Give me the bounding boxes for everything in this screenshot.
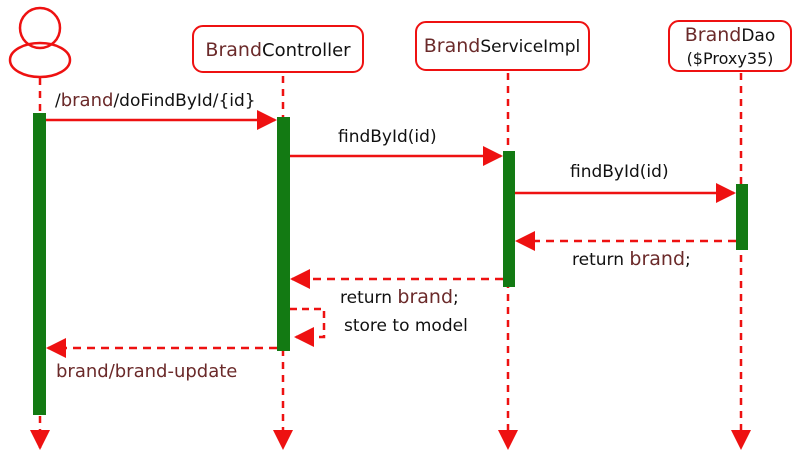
- participant-box: [192, 25, 364, 73]
- return-label: return brand;: [340, 286, 459, 308]
- message-label: findById(id): [338, 127, 437, 147]
- participant-name: Dao: [741, 26, 775, 46]
- return-r1: return brand;: [515, 231, 736, 270]
- activation-dao: [736, 184, 748, 250]
- participant-label: BrandDao: [685, 24, 776, 46]
- return-r2: return brand; store to model: [290, 269, 503, 347]
- return-label: brand/brand-update: [56, 361, 237, 382]
- activation-service: [503, 151, 515, 287]
- message-m3: findById(id): [515, 162, 736, 203]
- message-m2: findById(id): [290, 127, 503, 166]
- activation-controller: [277, 117, 290, 351]
- brand-word: Brand: [424, 35, 481, 57]
- actor-icon: [8, 6, 72, 79]
- return-r3: brand/brand-update: [46, 338, 277, 382]
- participant-label: BrandServiceImpl: [424, 35, 581, 57]
- message-label: /brand/doFindById/{id}: [55, 90, 256, 111]
- participant-service: BrandServiceImpl: [415, 21, 590, 71]
- return-label: return brand;: [572, 248, 691, 270]
- participant-proxy: ($Proxy35): [687, 49, 774, 68]
- participant-dao: BrandDao ($Proxy35): [668, 20, 792, 72]
- participant-box: [668, 20, 792, 72]
- message-m1: /brand/doFindById/{id}: [46, 90, 277, 130]
- activation-user: [33, 113, 46, 415]
- brand-word: Brand: [685, 24, 742, 46]
- participant-controller: BrandController: [192, 25, 364, 73]
- brand-word: brand: [61, 90, 114, 111]
- participant-box: [415, 21, 590, 71]
- brand-word: brand: [397, 286, 453, 308]
- participant-name: ServiceImpl: [480, 37, 580, 57]
- message-label: findById(id): [570, 162, 669, 182]
- participant-name: Controller: [262, 40, 351, 61]
- participant-label: BrandController: [205, 39, 351, 61]
- brand-word: brand: [629, 248, 685, 270]
- brand-word: Brand: [205, 39, 262, 61]
- self-call-arrow: [290, 307, 326, 347]
- activations: [33, 113, 748, 415]
- self-call-label: store to model: [344, 316, 468, 336]
